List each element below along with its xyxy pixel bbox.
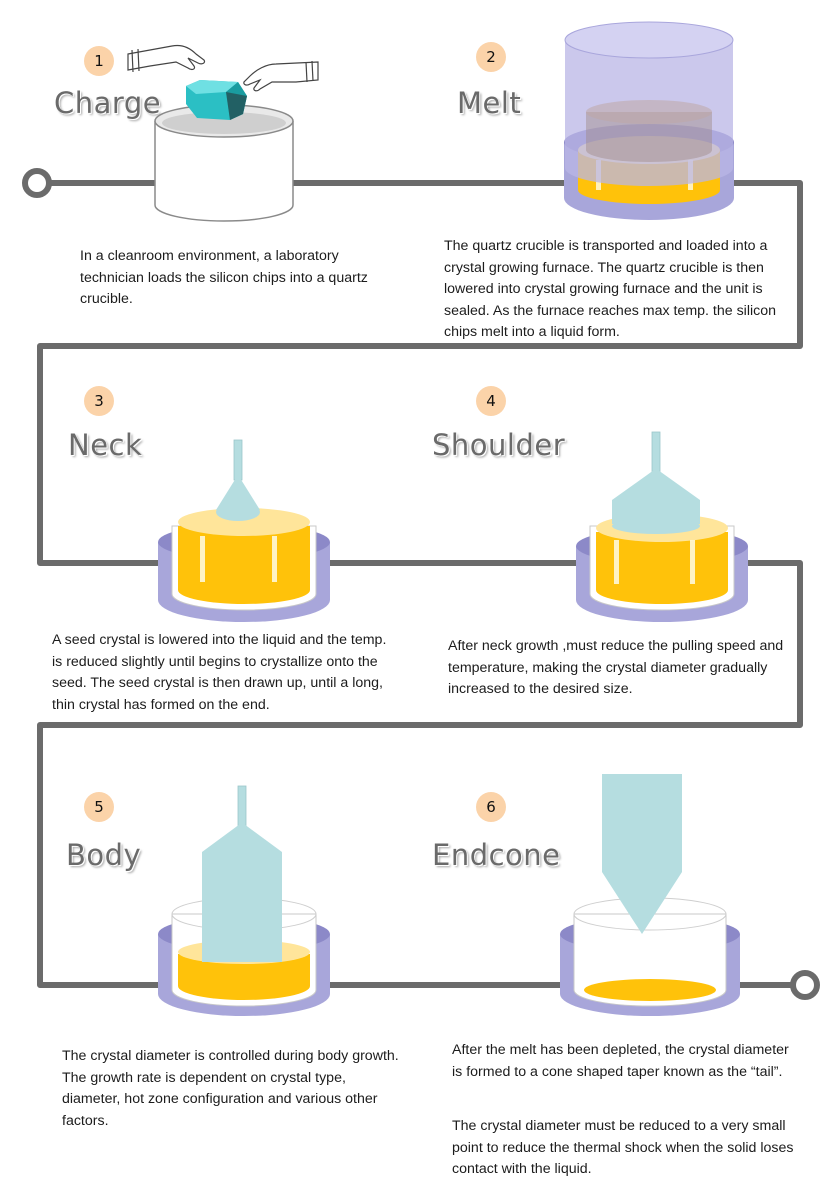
step-2-number-badge: 2 bbox=[476, 42, 506, 72]
step-5-title: Body bbox=[66, 838, 142, 872]
step-4-number-badge: 4 bbox=[476, 386, 506, 416]
step-6-number-badge: 6 bbox=[476, 792, 506, 822]
step-4-title: Shoulder bbox=[432, 428, 566, 462]
step-6-title: Endcone bbox=[432, 838, 561, 872]
step-5-number-badge: 5 bbox=[84, 792, 114, 822]
flow-pipe-path bbox=[37, 180, 803, 988]
step-3-description: A seed crystal is lowered into the liqui… bbox=[52, 632, 387, 713]
step-1-crucible-body bbox=[154, 121, 294, 222]
step-6-melt-remaining bbox=[584, 979, 716, 1001]
step-6-note: The crystal diameter must be reduced to … bbox=[452, 1118, 794, 1177]
flow-start-node bbox=[22, 168, 52, 198]
step-4-crystal-shoulder bbox=[612, 431, 700, 534]
step-1-silicon-chip bbox=[186, 80, 247, 120]
step-1-description: In a cleanroom environment, a laboratory… bbox=[80, 248, 368, 307]
step-5-description: The crystal diameter is controlled durin… bbox=[62, 1048, 399, 1129]
step-3-number-badge: 3 bbox=[84, 386, 114, 416]
step-3-melt-surface bbox=[178, 508, 310, 536]
step-2-description: The quartz crucible is transported and l… bbox=[444, 238, 777, 340]
step-6-crystal-endcone bbox=[602, 774, 682, 934]
step-3-seed-crystal bbox=[216, 439, 260, 521]
step-1-title: Charge bbox=[54, 86, 162, 120]
step-1-hand-right-icon bbox=[243, 60, 319, 92]
flow-end-node bbox=[790, 970, 820, 1000]
step-2-title: Melt bbox=[457, 86, 522, 120]
step-6-description: After the melt has been depleted, the cr… bbox=[452, 1042, 789, 1080]
step-1-number-badge: 1 bbox=[84, 46, 114, 76]
step-5-crystal-body bbox=[202, 785, 282, 962]
step-1-crucible-inner bbox=[162, 112, 286, 134]
step-2-furnace-lid bbox=[564, 21, 734, 186]
step-3-title: Neck bbox=[68, 428, 143, 462]
step-5-melt bbox=[178, 954, 310, 1000]
step-4-description: After neck growth ,must reduce the pulli… bbox=[448, 638, 784, 697]
step-1-hand-left-icon bbox=[127, 44, 206, 73]
